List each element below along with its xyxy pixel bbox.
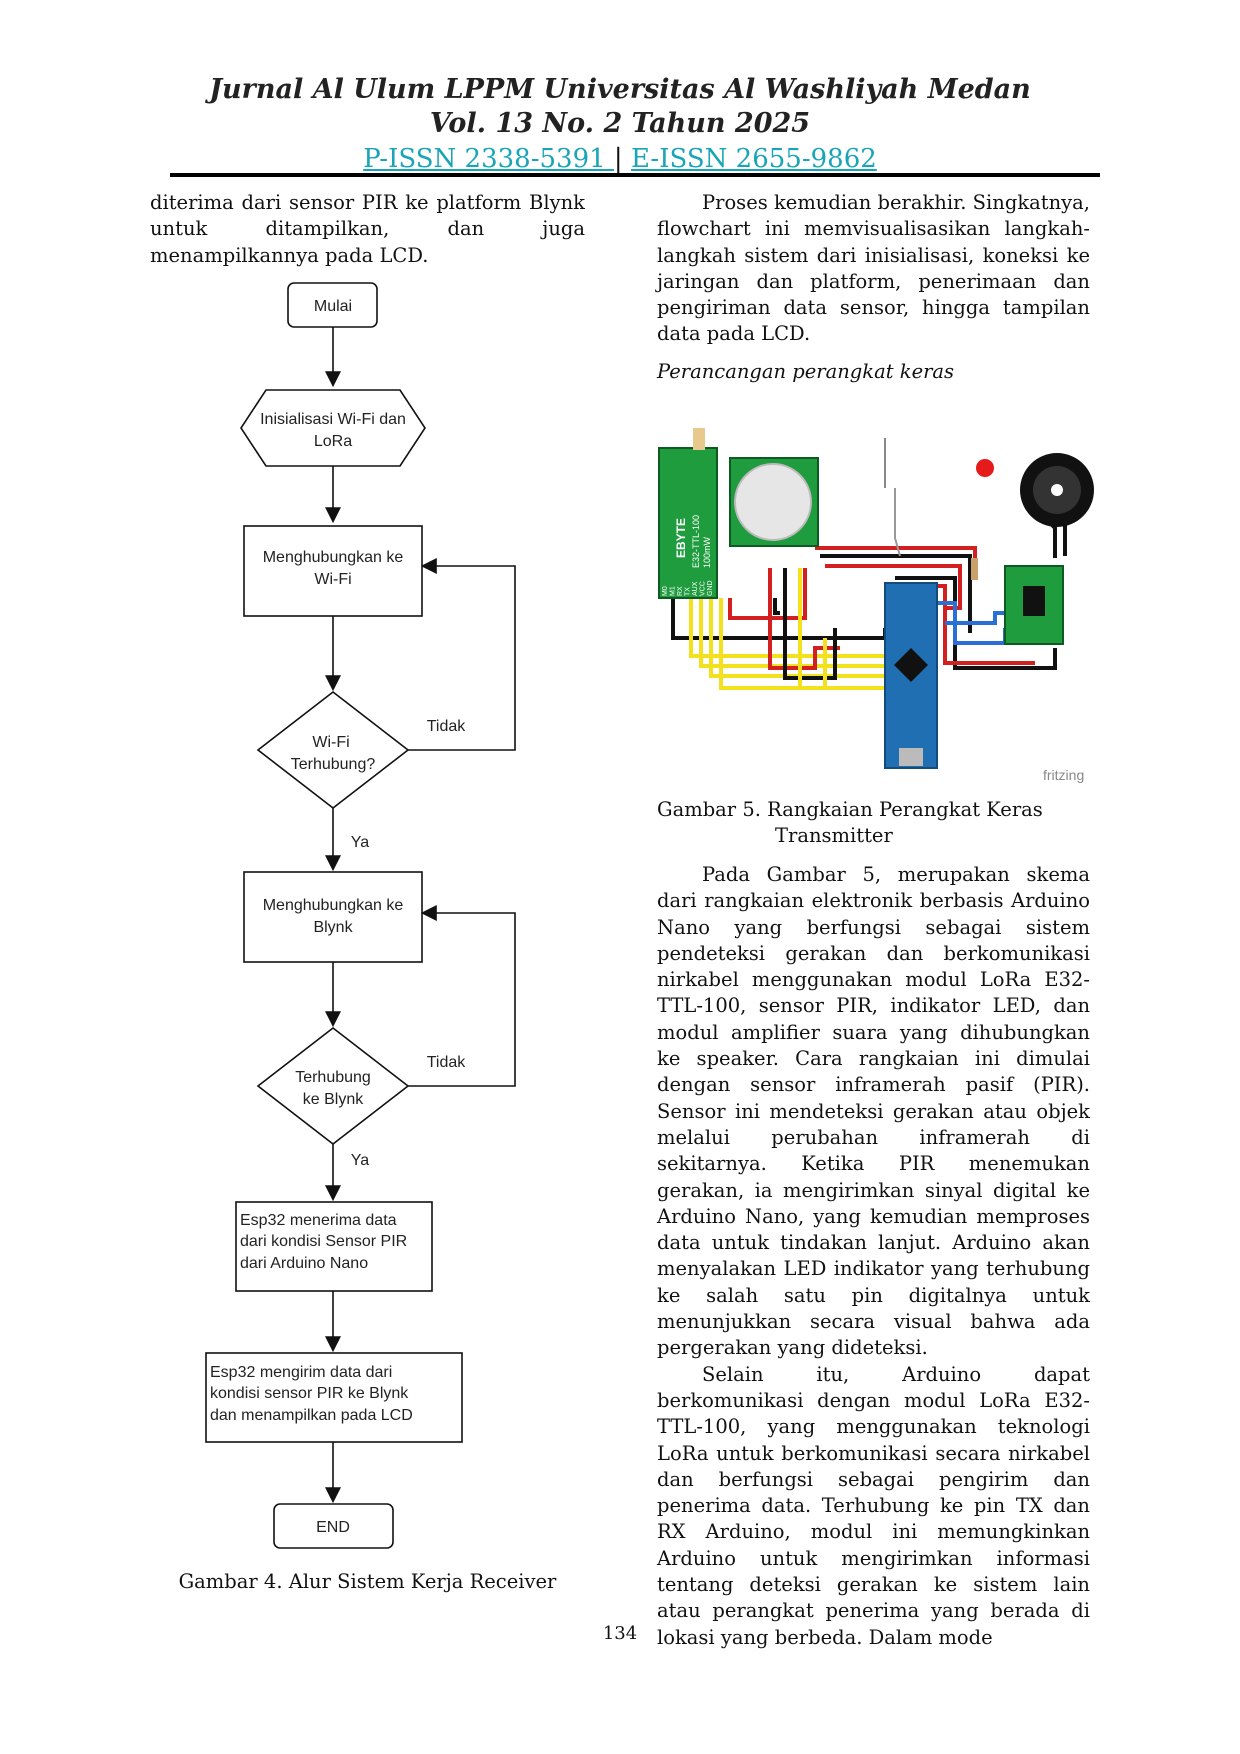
paragraph-1: Pada Gambar 5, merupakan skema dari rang…	[657, 863, 1090, 1360]
lora-pin-label: AUX	[692, 581, 699, 596]
wifi-connect-box	[243, 525, 423, 617]
lora-module	[658, 447, 718, 599]
dec1-label-1: Wi-Fi	[312, 734, 349, 751]
init-label-2: LoRa	[314, 433, 352, 450]
pir-dome	[734, 463, 812, 541]
receive-label-3: dari Arduino Nano	[240, 1255, 368, 1272]
yes-label-2: Ya	[351, 1152, 369, 1169]
send-label-2: kondisi sensor PIR ke Blynk	[210, 1385, 409, 1402]
page-number: 134	[602, 1623, 638, 1644]
issn-separator: |	[613, 144, 623, 174]
issn-line: P-ISSN 2338-5391 | E-ISSN 2655-9862	[0, 144, 1240, 174]
lora-pin-label: GND	[707, 580, 714, 596]
subheading: Perancangan perangkat keras	[657, 360, 955, 383]
lora-antenna	[693, 428, 705, 450]
lora-model: E32-TTL-100	[691, 515, 701, 568]
figure4-caption: Gambar 4. Alur Sistem Kerja Receiver	[178, 1570, 557, 1593]
lora-brand: EBYTE	[674, 518, 688, 558]
figure5-caption: Gambar 5. Rangkaian Perangkat Keras Tran…	[657, 798, 1043, 847]
resistor-icon	[971, 558, 978, 580]
wifi-label-2: Wi-Fi	[314, 571, 351, 588]
no-label-1: Tidak	[427, 718, 467, 735]
journal-volume: Vol. 13 No. 2 Tahun 2025	[429, 108, 811, 139]
send-data-box	[205, 1352, 463, 1443]
lora-pin-label: RX	[677, 586, 684, 596]
dec1-label-2: Terhubung?	[291, 756, 376, 773]
lora-power: 100mW	[702, 536, 712, 568]
receive-label-1: Esp32 menerima data	[240, 1212, 397, 1229]
end-terminal	[273, 1503, 394, 1549]
receive-label-2: dari kondisi Sensor PIR	[240, 1233, 407, 1250]
led-icon	[976, 459, 994, 477]
init-label-1: Inisialisasi Wi-Fi dan	[260, 411, 406, 428]
start-label: Mulai	[314, 298, 352, 315]
lora-pin-label: VCC	[700, 581, 707, 596]
left-intro-text: diterima dari sensor PIR ke platform Bly…	[150, 191, 585, 267]
right-body-text: Pada Gambar 5, merupakan skema dari rang…	[657, 862, 1090, 1651]
send-label-3: dan menampilkan pada LCD	[210, 1407, 413, 1424]
lora-pin-label: M0	[662, 586, 669, 596]
lora-pin-label: M1	[670, 586, 677, 596]
yes-label-1: Ya	[351, 834, 369, 851]
right-intro-text: Proses kemudian berakhir. Singkatnya, fl…	[657, 191, 1090, 346]
dec2-label-1: Terhubung	[295, 1069, 371, 1086]
dec2-label-2: ke Blynk	[303, 1091, 364, 1108]
receive-data-box	[235, 1201, 433, 1292]
end-label: END	[316, 1519, 350, 1536]
init-hexagon	[240, 389, 426, 467]
journal-title: Jurnal Al Ulum LPPM Universitas Al Washl…	[209, 74, 1031, 105]
lora-pin-label: TX	[685, 587, 692, 596]
blynk-decision	[256, 1026, 410, 1146]
blynk-connect-box	[243, 871, 423, 963]
blynk-label-1: Menghubungkan ke	[263, 897, 404, 914]
send-label-1: Esp32 mengirim data dari	[210, 1364, 392, 1381]
pissn-link[interactable]: P-ISSN 2338-5391	[363, 144, 614, 174]
eissn-link[interactable]: E-ISSN 2655-9862	[630, 144, 877, 174]
header-rule	[170, 173, 1100, 177]
paragraph-2: Selain itu, Arduino dapat berkomunikasi …	[657, 1362, 1090, 1649]
fritzing-watermark: fritzing	[1043, 767, 1084, 783]
wifi-label-1: Menghubungkan ke	[263, 549, 404, 566]
flowchart: Mulai Inisialisasi Wi-Fi dan LoRa Menghu…	[205, 282, 516, 1549]
no-label-2: Tidak	[427, 1054, 467, 1071]
blynk-label-2: Blynk	[313, 919, 353, 936]
